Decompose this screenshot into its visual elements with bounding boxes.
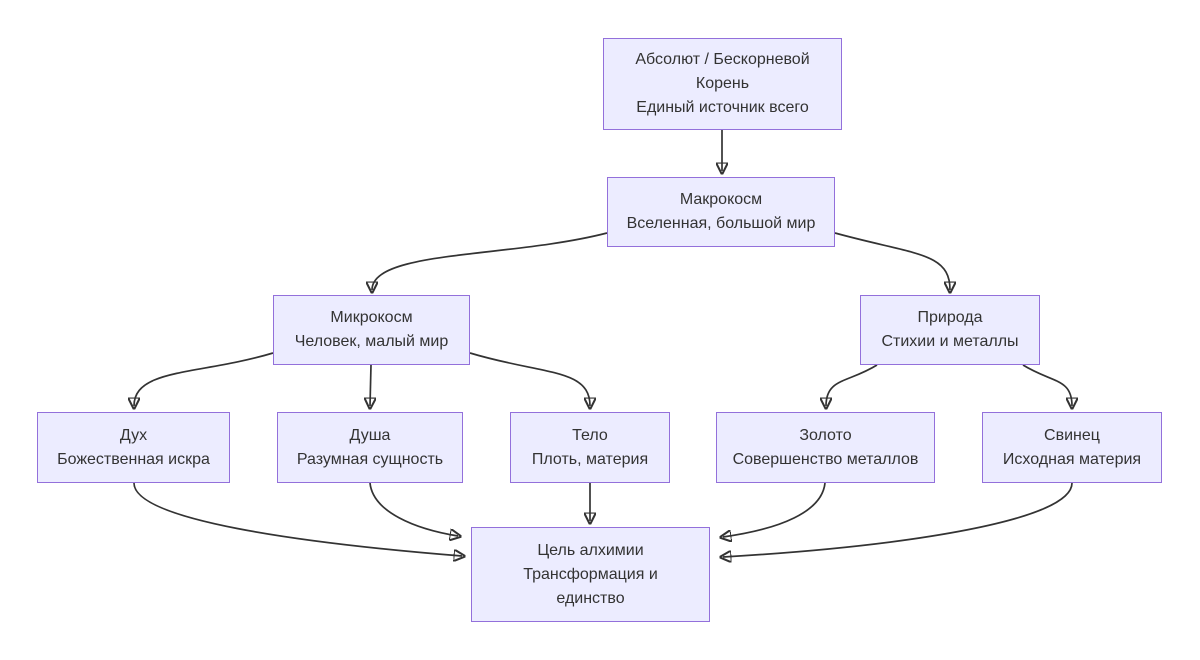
- node-line: единство: [556, 589, 625, 607]
- node-absolute: Абсолют / Бескорневой Корень Единый исто…: [603, 38, 842, 130]
- edge-microcosm-body: [469, 352, 590, 406]
- node-line: Единый источник всего: [636, 99, 809, 116]
- edge-soul-goal: [369, 482, 458, 536]
- node-line: Дух: [119, 426, 148, 444]
- edge-microcosm-spirit: [134, 352, 274, 406]
- edge-microcosm-soul: [370, 364, 371, 406]
- node-line: Корень: [695, 75, 750, 92]
- node-line: Золото: [799, 426, 852, 444]
- node-spirit: Дух Божественная искра: [37, 412, 230, 483]
- node-line: Разумная сущность: [296, 450, 444, 468]
- node-macrocosm: Макрокосм Вселенная, большой мир: [607, 177, 835, 247]
- node-line: Стихии и металлы: [881, 333, 1019, 350]
- node-line: Душа: [349, 426, 391, 444]
- node-line: Совершенство металлов: [732, 450, 919, 468]
- node-line: Абсолют / Бескорневой: [635, 51, 810, 68]
- node-line: Природа: [917, 309, 983, 326]
- node-goal: Цель алхимии Трансформация и единство: [471, 527, 710, 622]
- node-line: Трансформация и: [523, 565, 658, 583]
- node-line: Плоть, материя: [531, 450, 649, 468]
- node-line: Свинец: [1044, 426, 1100, 444]
- node-line: Вселенная, большой мир: [626, 215, 816, 232]
- node-microcosm: Микрокосм Человек, малый мир: [273, 295, 470, 365]
- node-body: Тело Плоть, материя: [510, 412, 670, 483]
- node-nature: Природа Стихии и металлы: [860, 295, 1040, 365]
- node-line: Человек, малый мир: [294, 333, 449, 350]
- node-line: Тело: [572, 426, 608, 444]
- edge-gold-goal: [723, 482, 826, 537]
- node-line: Макрокосм: [679, 191, 763, 208]
- edge-spirit-goal: [133, 482, 462, 556]
- edge-macrocosm-nature: [834, 232, 950, 290]
- edge-nature-gold: [826, 364, 878, 406]
- node-line: Исходная материя: [1002, 450, 1142, 468]
- edge-lead-goal: [723, 482, 1073, 557]
- node-soul: Душа Разумная сущность: [277, 412, 463, 483]
- node-line: Божественная искра: [57, 450, 210, 468]
- edge-nature-lead: [1022, 364, 1072, 406]
- node-lead: Свинец Исходная материя: [982, 412, 1162, 483]
- node-gold: Золото Совершенство металлов: [716, 412, 935, 483]
- node-line: Микрокосм: [330, 309, 413, 326]
- node-line: Цель алхимии: [537, 541, 644, 559]
- edge-macrocosm-microcosm: [372, 232, 608, 290]
